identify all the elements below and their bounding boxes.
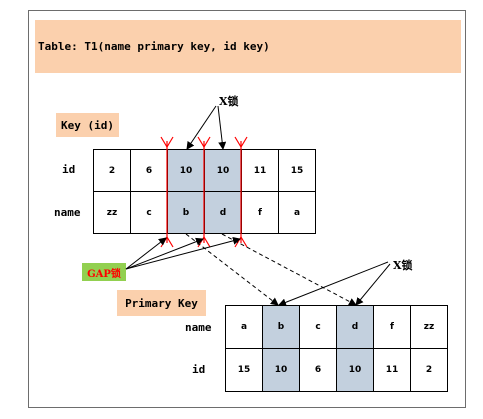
diagram-frame	[28, 10, 466, 408]
primary-name-cell: zz	[410, 305, 448, 349]
secondary-name-cell: zz	[93, 191, 131, 234]
secondary-index-table: 2 6 10 10 11 15 zz c b d f a	[93, 149, 316, 234]
secondary-name-cell: c	[130, 191, 168, 234]
secondary-name-cell: f	[241, 191, 279, 234]
primary-id-row-label: id	[192, 363, 206, 376]
primary-id-cell-locked: 10	[262, 348, 300, 392]
dashed-link-b	[185, 233, 279, 306]
primary-name-cell: f	[373, 305, 411, 349]
secondary-id-cell: 6	[130, 149, 168, 192]
dashed-link-d	[221, 233, 357, 306]
primary-name-cell-locked: d	[336, 305, 374, 349]
primary-id-cell: 15	[225, 348, 263, 392]
gap-arrow-3	[125, 236, 241, 270]
primary-id-row: 15 10 6 10 11 2	[225, 348, 448, 392]
secondary-id-row: 2 6 10 10 11 15	[93, 149, 316, 192]
gap-marker-2	[197, 136, 211, 248]
primary-key-label: Primary Key	[117, 290, 206, 316]
secondary-id-cell-locked: 10	[204, 149, 242, 192]
primary-index-table: a b c d f zz 15 10 6 10 11 2	[225, 305, 448, 392]
primary-id-cell: 2	[410, 348, 448, 392]
primary-id-cell-locked: 10	[336, 348, 374, 392]
x-lock-arrow-right-1	[278, 261, 389, 307]
gap-lock-markers	[160, 136, 248, 248]
x-lock-arrow-right-2	[355, 263, 391, 306]
secondary-name-row-label: name	[54, 206, 81, 219]
secondary-name-cell: a	[278, 191, 316, 234]
x-lock-arrow-top-2	[217, 105, 227, 150]
gap-arrow-2	[125, 237, 204, 270]
key-index-label: Key (id)	[56, 113, 119, 137]
x-lock-label-right: X锁	[393, 259, 413, 272]
gap-arrow-1	[125, 237, 167, 270]
secondary-name-row: zz c b d f a	[93, 191, 316, 234]
gap-marker-1	[160, 136, 174, 248]
table-title: Table: T1(name primary key, id key)	[35, 20, 461, 73]
primary-name-row-label: name	[185, 321, 212, 334]
gap-lock-label: GAP锁	[82, 263, 126, 281]
x-lock-arrow-top-1	[186, 105, 217, 150]
x-lock-label-top: X锁	[219, 95, 239, 108]
secondary-name-cell-locked: b	[167, 191, 205, 234]
secondary-id-row-label: id	[62, 163, 76, 176]
gap-marker-3	[234, 136, 248, 248]
